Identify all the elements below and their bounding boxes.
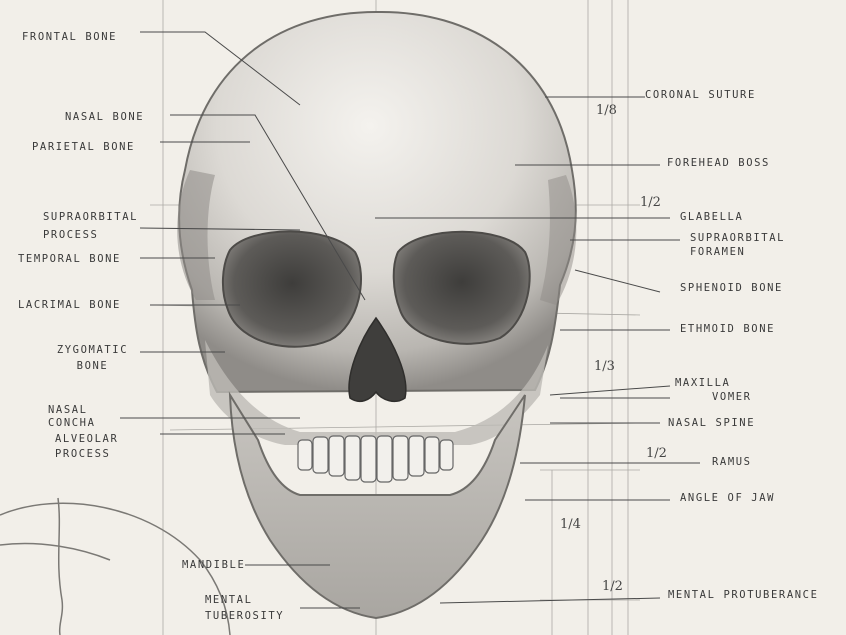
label-mental-tuberosity: MENTAL TUBEROSITY: [205, 592, 315, 624]
label-supraorbital-process: SUPRAORBITAL PROCESS: [43, 208, 173, 244]
teeth: [298, 436, 453, 482]
label-sphenoid-bone: SPHENOID BONE: [680, 283, 783, 294]
label-coronal-suture: CORONAL SUTURE: [645, 90, 756, 101]
label-alveolar-process: ALVEOLAR PROCESS: [55, 432, 155, 462]
label-temporal-bone: TEMPORAL BONE: [18, 254, 121, 265]
label-ramus: RAMUS: [712, 457, 752, 468]
fraction-half-mouth: 1/2: [646, 447, 667, 460]
label-vomer: VOMER: [712, 392, 752, 403]
label-nasal-spine: NASAL SPINE: [668, 418, 755, 429]
label-nasal-bone: NASAL BONE: [65, 112, 144, 123]
label-frontal-bone: FRONTAL BONE: [22, 32, 117, 43]
label-supraorbital-foramen: SUPRAORBITAL FORAMEN: [690, 231, 840, 259]
label-mental-protuberance: MENTAL PROTUBERANCE: [668, 588, 838, 603]
label-ethmoid-bone: ETHMOID BONE: [680, 324, 775, 335]
fraction-half-chin: 1/2: [602, 580, 623, 593]
label-forehead-boss: FOREHEAD BOSS: [667, 158, 770, 169]
label-lacrimal-bone: LACRIMAL BONE: [18, 300, 121, 311]
label-parietal-bone: PARIETAL BONE: [32, 142, 135, 153]
fraction-one-third: 1/3: [594, 360, 615, 373]
label-glabella: GLABELLA: [680, 212, 743, 223]
label-maxilla: MAXILLA: [675, 378, 730, 389]
label-zygomatic-bone: ZYGOMATIC BONE: [45, 342, 140, 374]
label-mandible: MANDIBLE: [182, 560, 245, 571]
fraction-half-brow: 1/2: [640, 196, 661, 209]
label-angle-of-jaw: ANGLE OF JAW: [680, 493, 775, 504]
label-nasal-concha: NASAL CONCHA: [48, 404, 138, 430]
fraction-one-fourth: 1/4: [560, 518, 581, 531]
fraction-one-eighth: 1/8: [596, 104, 617, 117]
